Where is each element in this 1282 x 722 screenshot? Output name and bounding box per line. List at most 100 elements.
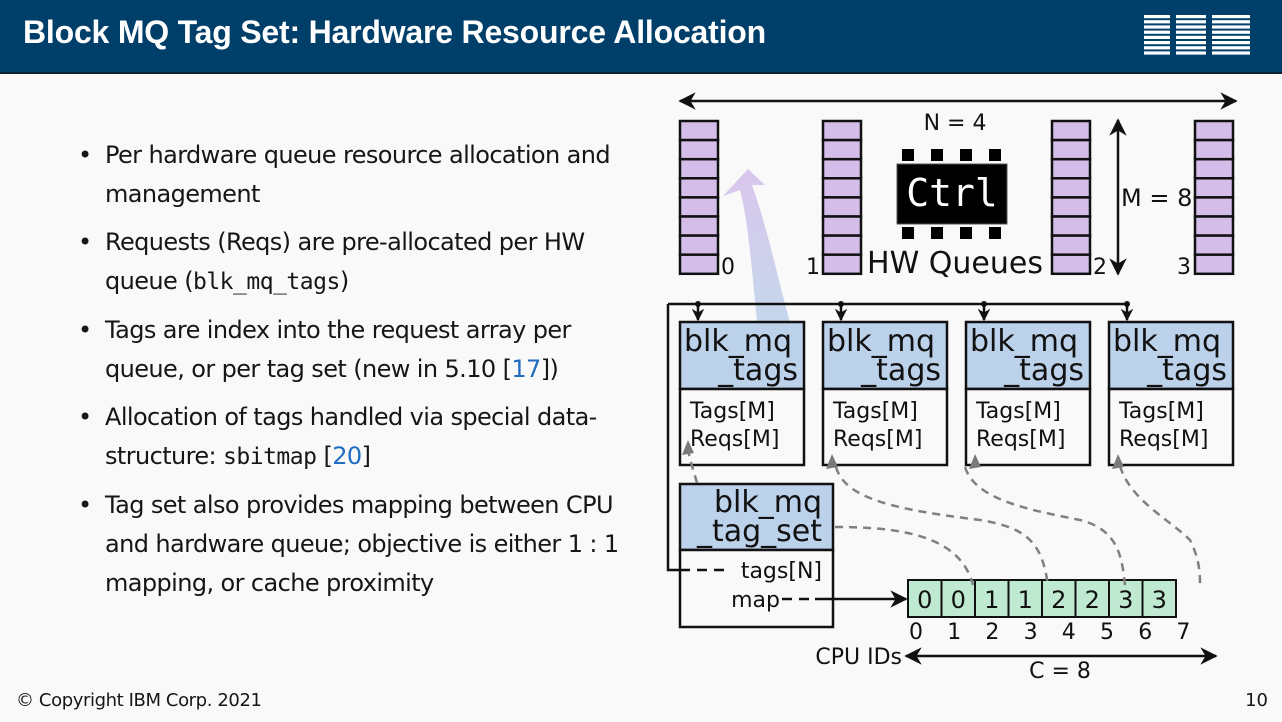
logo-stripe xyxy=(1212,25,1250,29)
code-text: sbitmap xyxy=(223,444,317,470)
hw-queue: 3 xyxy=(1177,119,1235,280)
tags-box-tags-field: Tags[M] xyxy=(975,399,1061,424)
logo-stripe xyxy=(1176,35,1206,39)
logo-stripe xyxy=(1176,20,1206,24)
map-cell: 0 xyxy=(907,579,943,618)
queue-slot xyxy=(1193,119,1235,142)
reference-link[interactable]: 20 xyxy=(332,442,362,470)
header-divider xyxy=(0,72,1282,74)
mapping-dashed-curve xyxy=(834,466,1050,586)
map-cell-value: 2 xyxy=(1051,586,1066,614)
tags-box-reqs-field: Reqs[M] xyxy=(833,427,922,452)
bullet-list: •Per hardware queue resource allocation … xyxy=(78,136,638,612)
queue-slot xyxy=(678,119,720,142)
queue-slot xyxy=(678,215,720,237)
tag-set-box: blk_mq _tag_set tags[N] map xyxy=(678,482,835,629)
copyright: © Copyright IBM Corp. 2021 xyxy=(16,690,262,711)
logo-stripe xyxy=(1212,20,1250,24)
queue-slot xyxy=(678,177,720,199)
queue-slot xyxy=(678,253,720,276)
cpu-to-tags-mapping-curves xyxy=(682,440,1202,586)
reference-link[interactable]: 17 xyxy=(511,355,541,383)
code-text: blk_mq_tags xyxy=(192,269,340,295)
queue-slot xyxy=(821,157,863,180)
logo-stripe xyxy=(1212,41,1250,45)
tag-set-title-line1: blk_mq xyxy=(714,485,822,520)
mapping-arrowhead xyxy=(682,440,694,455)
bullet-dot: • xyxy=(78,491,92,519)
logo-stripe xyxy=(1144,35,1170,39)
tag-set-field-tags: tags[N] xyxy=(741,559,822,584)
queue-id-label: 1 xyxy=(806,255,820,280)
queue-id-label: 0 xyxy=(721,255,735,280)
queue-slot xyxy=(1193,138,1235,161)
tags-box-title-line2: _tags xyxy=(717,353,798,388)
map-cell: 0 xyxy=(940,579,976,618)
queue-slot xyxy=(821,177,863,199)
logo-stripe xyxy=(1212,15,1250,19)
hw-queue: 0 xyxy=(678,119,735,280)
logo-stripe xyxy=(1212,51,1250,55)
n-label: N = 4 xyxy=(924,111,987,136)
tags-box-reqs-field: Reqs[M] xyxy=(1119,427,1208,452)
tags-box-title-line1: blk_mq xyxy=(827,324,935,359)
bullet-dot: • xyxy=(78,316,92,344)
tags-box-title-line2: _tags xyxy=(860,353,941,388)
queue-slot xyxy=(1050,253,1092,276)
cpu-id-label: 5 xyxy=(1100,620,1114,645)
hw-queue: 1 xyxy=(806,119,863,280)
queue-slot xyxy=(678,138,720,161)
logo-stripe xyxy=(1144,20,1170,24)
queue-slot xyxy=(678,196,720,218)
bullet-text: Tag set also provides mapping between CP… xyxy=(105,491,619,597)
cpu-id-label: 7 xyxy=(1176,620,1190,645)
bullet-item: •Allocation of tags handled via special … xyxy=(78,398,638,477)
map-cell: 2 xyxy=(1041,579,1077,618)
queue-slot xyxy=(1050,138,1092,161)
tags-bus-line xyxy=(668,301,1134,322)
logo-stripe xyxy=(1144,51,1170,55)
logo-stripe xyxy=(1144,46,1170,50)
queue-id-label: 3 xyxy=(1177,255,1191,280)
tags-box-tags-field: Tags[M] xyxy=(832,399,918,424)
tags-n-link xyxy=(666,304,690,572)
tags-box-title-line1: blk_mq xyxy=(684,324,792,359)
map-cell: 1 xyxy=(974,579,1010,618)
cpu-id-label: 0 xyxy=(909,620,923,645)
tags-box-reqs-field: Reqs[M] xyxy=(976,427,1065,452)
queue-slot xyxy=(821,138,863,161)
c-label: C = 8 xyxy=(1029,659,1091,684)
tags-box-title-line1: blk_mq xyxy=(1113,324,1221,359)
mapping-arrowhead xyxy=(969,454,981,469)
map-cell: 1 xyxy=(1007,579,1043,618)
logo-stripe xyxy=(1212,30,1250,34)
logo-stripe xyxy=(1144,30,1170,34)
map-cell: 3 xyxy=(1108,579,1144,618)
logo-stripe xyxy=(1176,25,1206,29)
bullet-text: [ xyxy=(316,442,333,470)
queue-slot xyxy=(1193,215,1235,237)
mapping-dashed-curve xyxy=(1118,465,1202,586)
map-cell-value: 2 xyxy=(1085,586,1100,614)
bullet-dot: • xyxy=(78,228,92,256)
bullet-dot: • xyxy=(78,403,92,431)
bullet-item: •Per hardware queue resource allocation … xyxy=(78,136,638,214)
queue-slot xyxy=(1193,157,1235,180)
hw-queues-label: HW Queues xyxy=(867,246,1043,281)
tag-set-title-line2: _tag_set xyxy=(696,514,822,549)
mapping-dashed-curve xyxy=(834,525,975,586)
bullet-item: •Requests (Reqs) are pre-allocated per H… xyxy=(78,223,638,302)
queue-slot xyxy=(678,234,720,256)
logo-stripe xyxy=(1176,41,1206,45)
map-cell-value: 1 xyxy=(1018,586,1033,614)
bullet-dot: • xyxy=(78,141,92,169)
map-cell-value: 3 xyxy=(1118,586,1133,614)
cpu-id-label: 4 xyxy=(1062,620,1076,645)
bullet-item: •Tags are index into the request array p… xyxy=(78,311,638,389)
logo-stripe xyxy=(1212,46,1250,50)
